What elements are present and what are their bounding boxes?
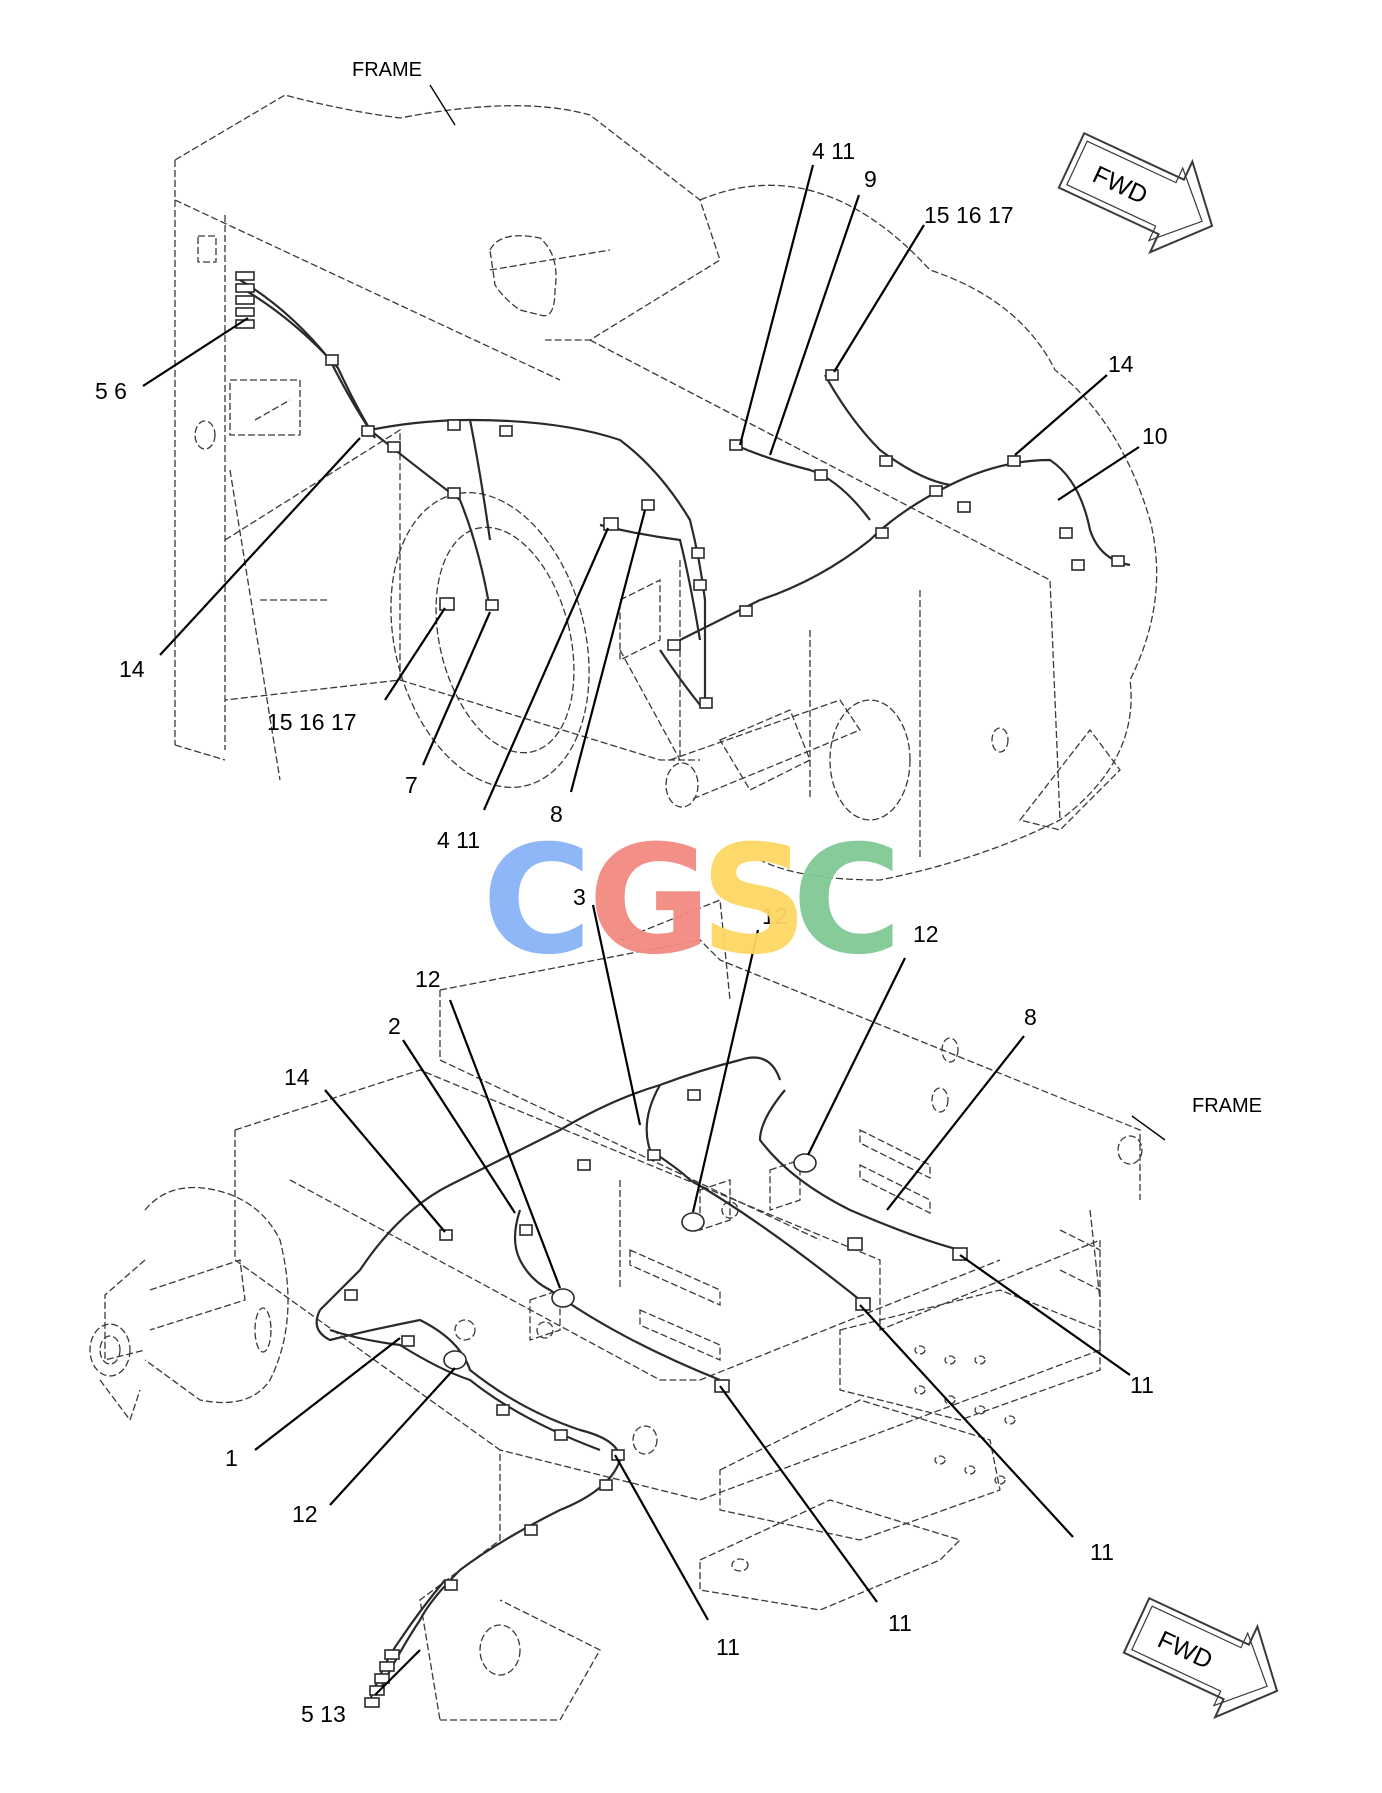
callout-14-right: 14 [1108,351,1134,377]
lower-callouts: 3 12 12 12 2 8 14 1 12 11 11 11 11 5 13 [225,884,1154,1727]
watermark-letter-4: C [792,814,902,988]
fwd-label-lower: FWD [1153,1626,1216,1675]
callout-12-b: 12 [913,921,939,947]
callout-11-a: 11 [1130,1372,1154,1398]
upper-view: 4 11 9 15 16 17 5 6 14 10 14 15 16 17 7 … [95,59,1214,881]
watermark-letter-1: C [482,814,592,988]
callout-11-c: 11 [888,1610,912,1636]
callout-7: 7 [405,772,418,798]
callout-4-11-bottom: 4 11 [437,827,480,853]
callout-14-left: 14 [119,656,145,682]
upper-frame-outline [174,94,1158,881]
lower-view: 3 12 12 12 2 8 14 1 12 11 11 11 11 5 13 … [89,884,1279,1727]
upper-leader-lines [142,164,1140,811]
watermark-letter-2: G [588,814,711,988]
fwd-arrow-upper: FWD [1057,131,1214,255]
callout-12-c: 12 [415,966,441,992]
frame-label-upper: FRAME [352,59,456,126]
callout-11-b: 11 [1090,1539,1114,1565]
fwd-arrow-lower: FWD [1122,1596,1279,1720]
cgsc-watermark: C G S C [482,814,902,988]
lower-leader-lines [254,904,1166,1696]
callout-8-upper: 8 [550,801,563,827]
callout-3: 3 [573,884,586,910]
watermark-letter-3: S [700,814,808,988]
callout-12-d: 12 [292,1501,318,1527]
callout-5-13: 5 13 [301,1701,346,1727]
callout-1: 1 [225,1445,238,1471]
callout-15-16-17-left: 15 16 17 [267,709,357,735]
callout-5-6: 5 6 [95,378,127,404]
callout-11-d: 11 [716,1634,740,1660]
callout-4-11-top: 4 11 [812,138,855,164]
callout-2: 2 [388,1013,401,1039]
svg-text:FRAME: FRAME [352,59,422,81]
lower-frame-outline [89,899,1143,1721]
upper-connectors [235,271,1125,709]
callout-8-lower: 8 [1024,1004,1037,1030]
callout-15-16-17-top: 15 16 17 [924,202,1014,228]
fwd-label-upper: FWD [1088,161,1151,210]
lower-grommets [344,1089,968,1708]
lower-wire-harness [315,1056,968,1708]
upper-wire-harness [235,271,1131,709]
callout-10: 10 [1142,423,1168,449]
callout-12-a: 12 [762,903,788,929]
frame-label-lower: FRAME [1192,1095,1262,1117]
svg-text:FRAME: FRAME [1192,1095,1262,1117]
upper-callouts: 4 11 9 15 16 17 5 6 14 10 14 15 16 17 7 … [95,138,1168,853]
callout-9: 9 [864,166,877,192]
callout-14-lower: 14 [284,1064,310,1090]
